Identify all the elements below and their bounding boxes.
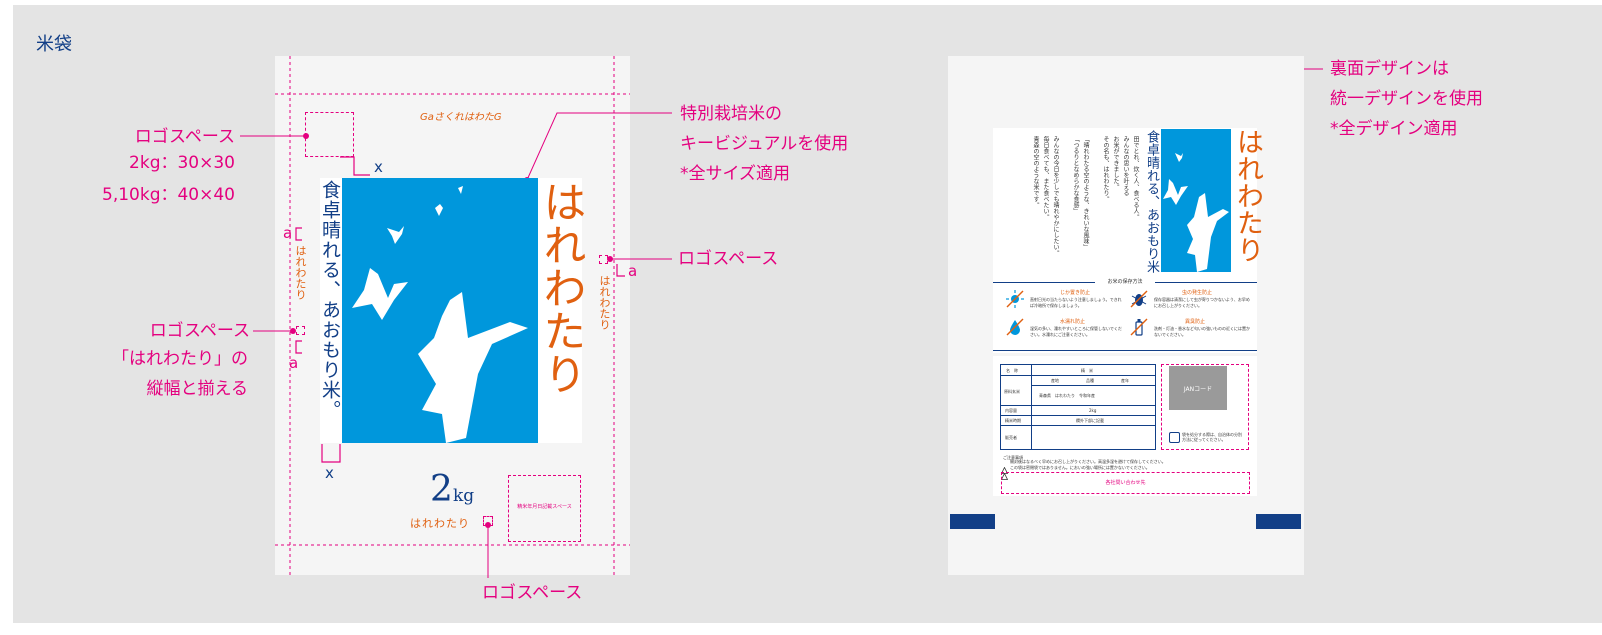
- keyvisual-sky: [342, 178, 538, 443]
- bug-icon: [1130, 290, 1148, 308]
- storage-item-title: じか置き防止: [1060, 290, 1091, 296]
- logo-size-5kg: 5,10kg：40×40: [102, 185, 235, 205]
- story-line: 毎日食べても、また食べたい。: [1042, 136, 1049, 220]
- table-head: 精米時期: [1005, 418, 1021, 423]
- back-label-3: *全デザイン適用: [1330, 119, 1458, 139]
- water-drop-icon: [1006, 318, 1024, 336]
- back-product-name: はれわたり: [1232, 128, 1263, 263]
- logo-space-left: [296, 326, 305, 335]
- storage-item-text: 保存容器は清潔にして虫が寄りつかないよう、お早めにお召し上がりください。: [1154, 297, 1250, 308]
- left-logo-space-label: ロゴスペース: [149, 321, 250, 341]
- table-value: 青森県 はれわたり 令和年産: [1039, 393, 1095, 398]
- quality-table: 名 称 精 米 原料玄米 産地 品種 産年 青森県 はれわたり 令和年産 内容量…: [1000, 364, 1156, 450]
- back-seal-left: [950, 514, 995, 529]
- weight-unit: kg: [453, 486, 475, 506]
- table-head: 内容量: [1005, 408, 1017, 413]
- storage-item-title: 虫の発生防止: [1182, 290, 1213, 296]
- story-line: 田でとれ、炊く人、食べる人。: [1132, 136, 1139, 220]
- logo-space-right: [599, 255, 608, 264]
- keyvisual-label-2: キービジュアルを使用: [680, 134, 849, 154]
- back-catch-copy: 食卓晴れる、あおもり米。: [1144, 130, 1159, 286]
- mark-a-right: a: [628, 262, 638, 280]
- table-head: 販売者: [1005, 435, 1017, 440]
- top-brand-script: GaさくれはわたG: [420, 112, 502, 123]
- keyvisual-label-3: *全サイズ適用: [680, 164, 790, 184]
- back-label-2: 統一デザインを使用: [1330, 89, 1483, 109]
- note-line: この袋は密閉袋ではありません。においの強い場所には置かないでください。: [1010, 465, 1150, 470]
- keyvisual-label-1: 特別栽培米の: [680, 104, 782, 124]
- table-value: 精 米: [1081, 368, 1093, 373]
- weight-number: 2: [430, 469, 453, 510]
- storage-item-title: 水濡れ防止: [1060, 319, 1086, 325]
- story-line: その名も、はれわたり。: [1102, 136, 1109, 202]
- table-subhead: 産地: [1051, 378, 1059, 383]
- date-box: [508, 475, 581, 542]
- jan-area: [1161, 364, 1249, 450]
- table-value: 欄外下部に記載: [1076, 418, 1104, 423]
- logo-space-label-top: ロゴスペース: [134, 127, 235, 147]
- story-line: 「つるりとなめらかな食感」: [1072, 136, 1079, 214]
- story-line: みんなの今日を少しでも晴れやかにしたい。: [1052, 136, 1059, 256]
- left-logo-align-1: 「はれわたり」の: [112, 349, 248, 369]
- table-head: 原料玄米: [1004, 389, 1020, 394]
- note-heading: ご注意事項: [1003, 455, 1023, 460]
- left-logo-align-2: 縦幅と揃える: [146, 379, 249, 399]
- recycle-text: 袋を処分する際は、自治体の分別方法に従ってください。: [1182, 432, 1242, 442]
- right-logo-space-label: ロゴスペース: [678, 249, 779, 269]
- right-vertical-brand: はれわたり: [598, 275, 611, 330]
- back-keyvisual-sky: [1161, 129, 1231, 272]
- logo-space-bottom: [483, 516, 493, 526]
- story-line: お米ができました。: [1112, 136, 1119, 190]
- mark-a-left-top: a: [283, 224, 293, 242]
- table-subhead: 産年: [1121, 378, 1129, 383]
- bottom-brand: はれわたり: [410, 517, 470, 530]
- storage-item-text: 湿気の多い、濡れやすいところに保管しないでください。水濡れにご注意ください。: [1030, 326, 1122, 337]
- bottle-icon: [1130, 318, 1148, 336]
- back-label-1: 裏面デザインは: [1330, 59, 1449, 79]
- storage-item-title: 異臭防止: [1185, 319, 1206, 325]
- bottom-logo-space-label: ロゴスペース: [482, 583, 583, 603]
- story-line: みんなの思いを叶える: [1122, 136, 1129, 196]
- jan-code-label: JANコード: [1183, 386, 1213, 393]
- recycle-icon: [1169, 432, 1180, 443]
- left-vertical-brand: はれわたり: [294, 245, 307, 300]
- logo-size-2kg: 2kg：30×30: [129, 153, 235, 173]
- back-seal-right: [1256, 514, 1301, 529]
- mark-a-left-bottom: a: [289, 354, 299, 372]
- front-product-name: はれわたり: [536, 180, 586, 395]
- contact-box: [1001, 472, 1250, 494]
- story-columns: 田でとれ、炊く人、食べる人。 みんなの思いを叶える お米ができました。 その名も…: [1000, 136, 1140, 256]
- date-box-label: 精米年月日記載スペース: [517, 504, 572, 510]
- sun-icon: [1006, 290, 1024, 308]
- story-line: 青森の空のような米です。: [1032, 136, 1039, 208]
- table-value: 2kg: [1089, 408, 1097, 413]
- table-subhead: 品種: [1086, 378, 1094, 383]
- table-head: 名 称: [1006, 368, 1018, 373]
- storage-item-text: 直射日光の当たらないよう注意しましょう。できれば冷暗所で保存しましょう。: [1030, 297, 1122, 308]
- front-catch-copy: 食卓晴れる、あおもり米。: [319, 180, 341, 420]
- section-title: 米袋: [36, 34, 72, 55]
- logo-space-top-left: [305, 112, 354, 157]
- contact-label: 各社問い合わせ先: [1105, 480, 1146, 486]
- storage-rule-bottom: [993, 350, 1257, 351]
- storage-item-text: 洗剤・灯油・香水など匂いの強いものの近くには置かないでください。: [1154, 326, 1250, 337]
- storage-panel: [993, 273, 1257, 353]
- story-line: 「晴れわたる空のような、きれいな風味」: [1082, 136, 1089, 250]
- note-line: 開封後はなるべく早めにお召し上がりください。高温多湿を避けて保存してください。: [1010, 459, 1166, 464]
- storage-title: お米の保存方法: [1095, 278, 1155, 285]
- mark-x-top: x: [374, 158, 383, 176]
- warning-icon: [1000, 465, 1009, 484]
- mark-x-bottom: x: [325, 464, 334, 482]
- jan-code-box: [1169, 366, 1227, 410]
